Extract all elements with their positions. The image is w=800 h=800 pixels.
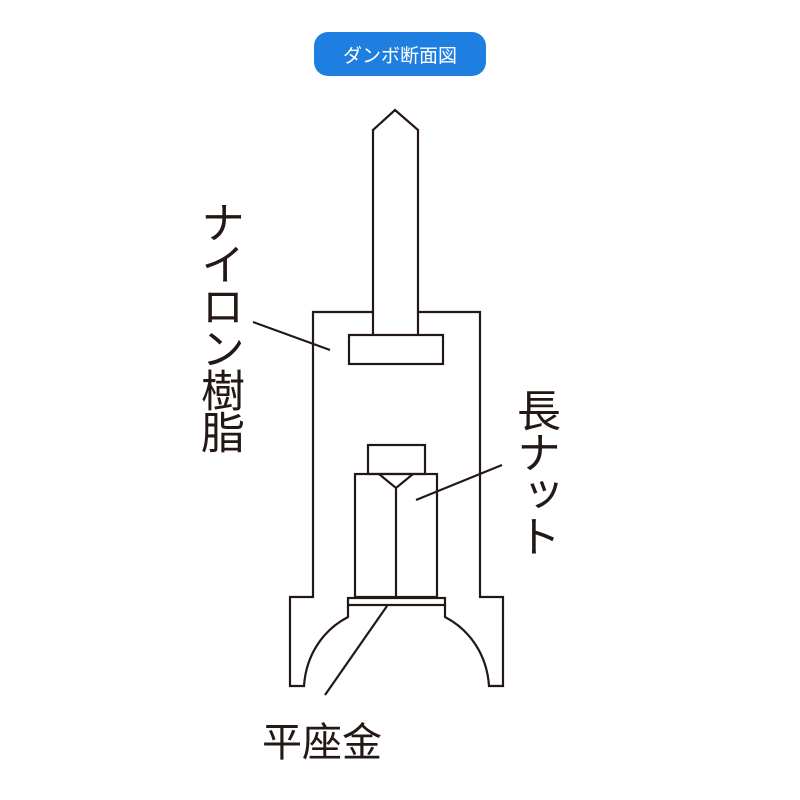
label-nylon: ナイロン樹脂 — [193, 200, 244, 452]
title-badge: ダンボ断面図 — [314, 32, 486, 76]
nut-center — [378, 473, 414, 597]
leader-washer — [324, 605, 388, 696]
body-outline — [288, 108, 505, 688]
stem-inner — [371, 312, 420, 335]
t-head — [347, 333, 445, 366]
leader-nut — [415, 463, 503, 502]
washer — [346, 596, 447, 607]
nut-cap — [366, 443, 427, 476]
label-long-nut: 長ナット — [509, 388, 560, 556]
leader-nylon — [252, 320, 331, 352]
label-washer: 平座金 — [262, 720, 382, 766]
